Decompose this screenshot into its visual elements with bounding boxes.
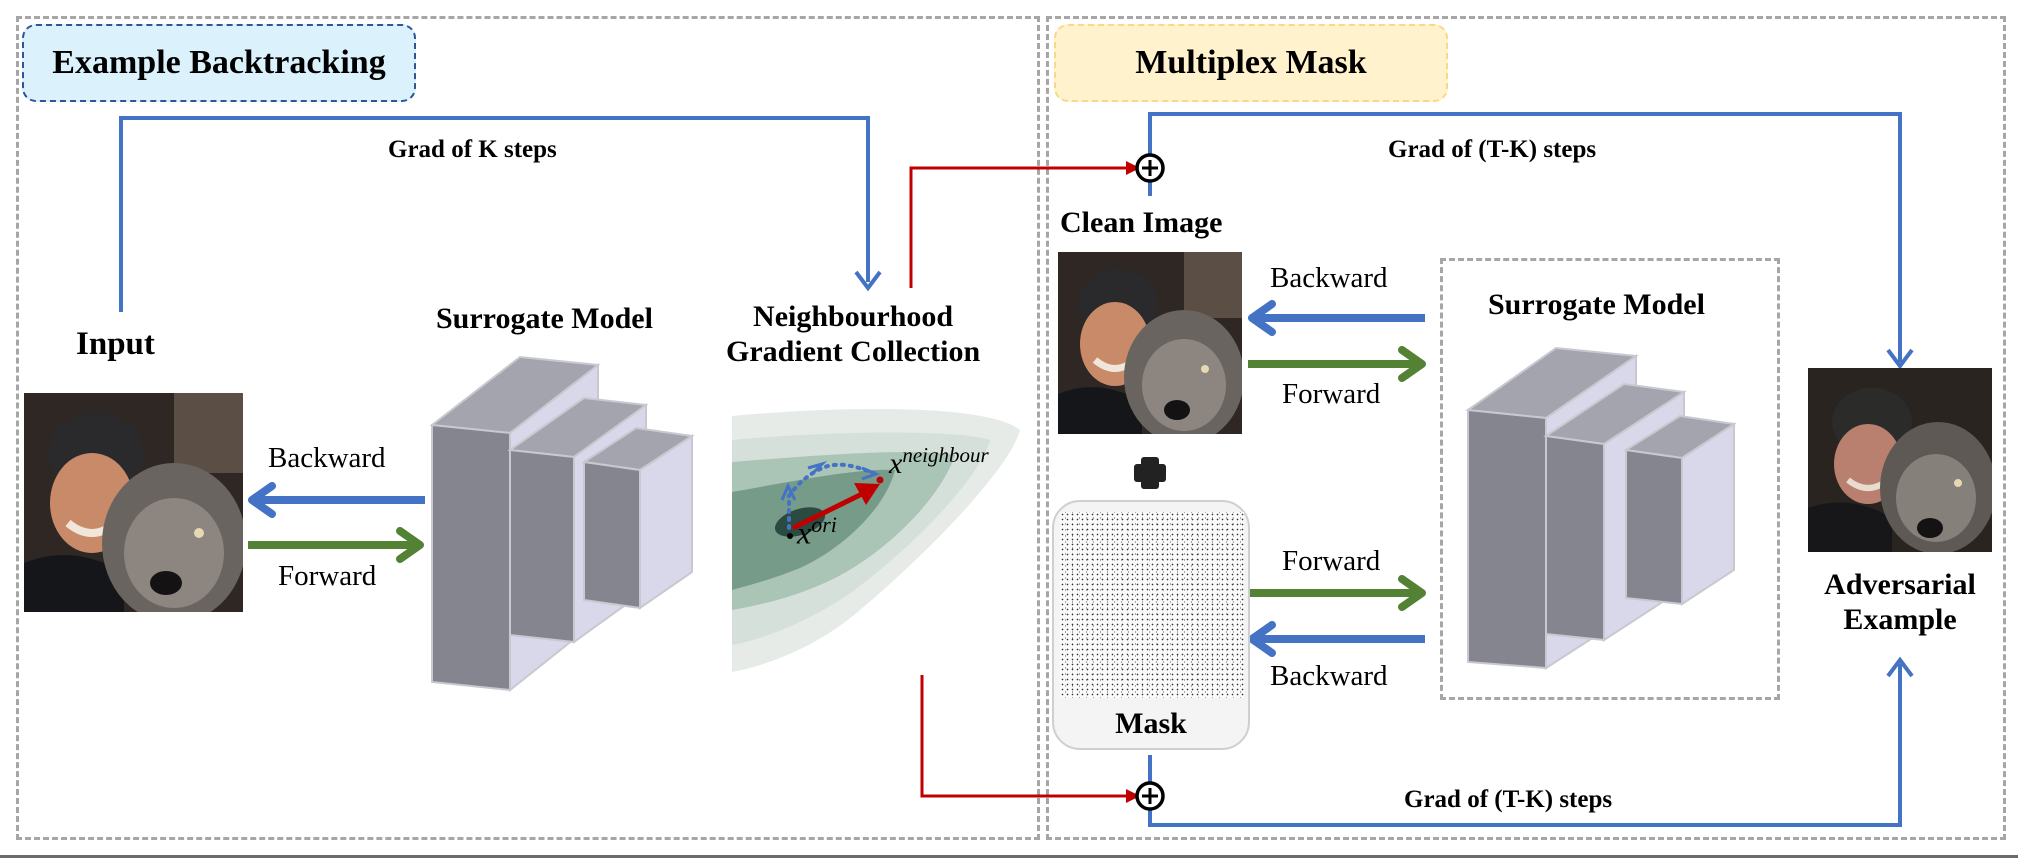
- left-backward-arrow: [248, 482, 425, 518]
- adversarial-label-line2: Example: [1843, 602, 1957, 636]
- multiplex-mask-title: Multiplex Mask: [1054, 24, 1448, 102]
- input-image-content: [24, 393, 243, 612]
- input-label: Input: [76, 326, 155, 362]
- right-lower-backward-arrow: [1248, 621, 1425, 657]
- right-upper-forward-arrow: [1248, 346, 1426, 382]
- left-forward-arrow: [248, 527, 424, 563]
- grad-k-steps-path: [119, 116, 882, 312]
- right-lower-forward-label: Forward: [1282, 545, 1381, 577]
- neighbour-search-path: [780, 460, 881, 530]
- adversarial-label-line1: Adversarial: [1824, 568, 1976, 601]
- input-image: [24, 393, 243, 612]
- clean-image-content: [1058, 252, 1242, 434]
- x-ori-label: xori: [797, 512, 837, 552]
- right-lower-backward-label: Backward: [1270, 660, 1388, 692]
- neighbourhood-label-line1: Neighbourhood: [753, 300, 954, 333]
- bottom-border: [0, 855, 2018, 858]
- neighbour-gradient-arrow: [787, 476, 884, 539]
- x-neighbour-superscript: neighbour: [902, 443, 989, 467]
- left-surrogate-model-label: Surrogate Model: [436, 302, 653, 335]
- right-upper-backward-label: Backward: [1270, 262, 1388, 294]
- x-neighbour-label: xneighbour: [889, 443, 989, 481]
- right-lower-forward-arrow: [1248, 575, 1426, 611]
- left-backward-label: Backward: [268, 442, 386, 474]
- sum-node-bottom: [1135, 781, 1165, 811]
- x-neighbour-symbol: x: [889, 447, 903, 480]
- adversarial-image: [1808, 368, 1992, 552]
- right-upper-forward-label: Forward: [1282, 378, 1381, 410]
- mask-label: Mask: [1115, 707, 1187, 740]
- left-forward-label: Forward: [278, 560, 377, 592]
- clean-image-label: Clean Image: [1060, 206, 1223, 239]
- example-backtracking-panel: [16, 16, 1040, 840]
- x-ori-symbol: x: [797, 514, 812, 551]
- mask-noise-image: [1060, 512, 1244, 698]
- example-backtracking-title: Example Backtracking: [22, 24, 416, 102]
- red-path-bottom: [920, 675, 1140, 803]
- neighbourhood-label: Neighbourhood Gradient Collection: [726, 300, 980, 369]
- red-path-top: [909, 161, 1140, 288]
- plus-icon: [1134, 457, 1166, 489]
- x-ori-superscript: ori: [811, 512, 837, 537]
- multiplex-mask-panel: [1046, 16, 2006, 840]
- right-surrogate-model-box: [1440, 258, 1780, 700]
- grad-k-steps-label: Grad of K steps: [388, 136, 557, 163]
- left-surrogate-model-icon: [429, 355, 695, 693]
- grad-tk-top-label: Grad of (T-K) steps: [1388, 136, 1597, 163]
- right-surrogate-model-label: Surrogate Model: [1488, 288, 1705, 321]
- adversarial-example-label: Adversarial Example: [1812, 568, 1988, 637]
- clean-image: [1058, 252, 1242, 434]
- grad-tk-bottom-label: Grad of (T-K) steps: [1404, 786, 1613, 813]
- adversarial-image-content: [1808, 368, 1992, 552]
- mask-card: Mask: [1052, 500, 1250, 750]
- loss-landscape-contours: [732, 408, 1020, 672]
- right-surrogate-model-icon: [1465, 346, 1737, 670]
- sum-node-top: [1135, 153, 1165, 183]
- right-upper-backward-arrow: [1248, 300, 1425, 336]
- neighbourhood-label-line2: Gradient Collection: [726, 334, 981, 368]
